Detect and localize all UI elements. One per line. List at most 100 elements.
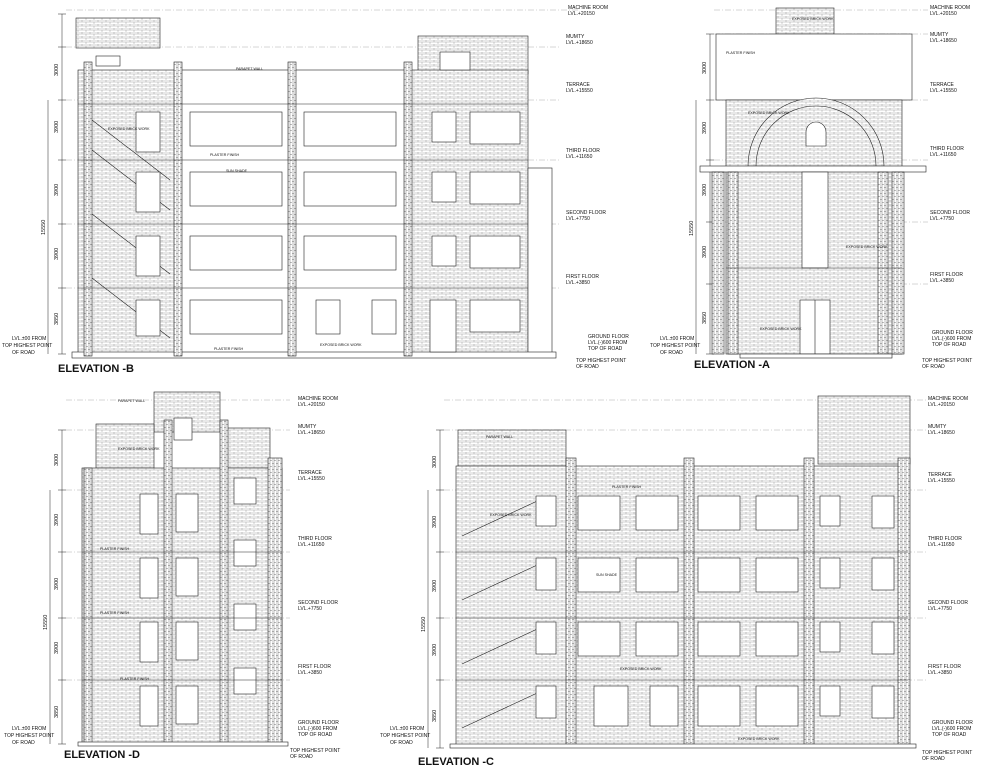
level-value: LVL.(-)600 FROM (298, 726, 337, 732)
material-note: SUN SHADE (596, 573, 618, 577)
dimension-label: 3900 (54, 514, 60, 526)
level-note: OF ROAD (12, 740, 35, 746)
level-note: TOP HIGHEST POINT (576, 358, 626, 364)
dimension-line (427, 429, 444, 749)
dimension-labels: 3000 3900 3900 3900 3850 15550 (41, 64, 60, 325)
dimension-label: 15550 (43, 615, 49, 630)
dimension-label: 3000 (54, 454, 60, 466)
level-value: LVL.+11650 (930, 152, 957, 158)
dimension-label: 3900 (54, 578, 60, 590)
level-note: TOP OF ROAD (298, 732, 333, 738)
dimension-label: 3850 (54, 313, 60, 325)
level-name: THIRD FLOOR (566, 148, 600, 154)
level-annotations: MACHINE ROOM LVL.+20150 MUMTY LVL.+18650… (922, 5, 973, 370)
elevation-title: ELEVATION -A (694, 359, 770, 371)
material-note: PLASTER FINISH (100, 611, 130, 615)
level-name: GROUND FLOOR (932, 330, 973, 336)
level-value: LVL.(-)600 FROM (932, 726, 971, 732)
dimension-label: 3900 (54, 642, 60, 654)
material-note: PLASTER FINISH (214, 347, 244, 351)
dimension-label: 3000 (432, 456, 438, 468)
elevation-c: 3000 3900 3900 3900 3850 15550 (380, 395, 973, 767)
level-value: LVL.+11650 (566, 154, 593, 160)
level-value: LVL.+20150 (928, 402, 955, 408)
dimension-label: 15550 (41, 220, 47, 235)
level-note: LVL.±00 FROM (12, 336, 46, 342)
level-name: TERRACE (566, 82, 591, 88)
level-name: GROUND FLOOR (588, 334, 629, 340)
level-value: LVL.+20150 (568, 11, 595, 17)
material-notes: EXPOSED BRICK WORK PLASTER FINISH EXPOSE… (726, 17, 888, 331)
level-note: TOP OF ROAD (588, 346, 623, 352)
dimension-label: 3000 (702, 62, 708, 74)
level-note: OF ROAD (390, 740, 413, 746)
level-note: LVL.±00 FROM (390, 726, 424, 732)
dimension-label: 3900 (54, 248, 60, 260)
dimension-line (695, 33, 714, 355)
dimension-label: 15550 (689, 221, 695, 236)
level-value: LVL.+15550 (930, 88, 957, 94)
left-level-annotation: LVL.±00 FROM TOP HIGHEST POINT OF ROAD (2, 336, 52, 356)
dimension-label: 3900 (432, 516, 438, 528)
level-name: THIRD FLOOR (298, 536, 332, 542)
level-note: TOP HIGHEST POINT (2, 343, 52, 349)
level-value: LVL.+15550 (298, 476, 325, 482)
elevation-a: 3000 3900 3900 3900 3850 15550 (650, 5, 973, 371)
building-outline (71, 17, 557, 359)
dimension-labels: 3000 3900 3900 3900 3850 15550 (43, 454, 60, 718)
level-value: LVL.(-)600 FROM (932, 336, 971, 342)
level-note: TOP HIGHEST POINT (4, 733, 54, 739)
level-note: OF ROAD (12, 350, 35, 356)
elevation-title: ELEVATION -B (58, 363, 134, 375)
level-name: MACHINE ROOM (298, 396, 338, 402)
material-note: EXPOSED BRICK WORK (490, 513, 532, 517)
dimension-line (47, 13, 66, 355)
level-name: MUMTY (298, 424, 317, 430)
level-note: TOP HIGHEST POINT (650, 343, 700, 349)
dimension-label: 3900 (702, 122, 708, 134)
elevation-d: 3000 3900 3900 3900 3850 15550 (4, 391, 340, 761)
level-name: GROUND FLOOR (298, 720, 339, 726)
level-name: MUMTY (566, 34, 585, 40)
dimension-label: 15550 (421, 617, 427, 632)
material-note: EXPOSED BRICK WORK (846, 245, 888, 249)
material-note: PLASTER FINISH (100, 547, 130, 551)
level-note: LVL.±00 FROM (660, 336, 694, 342)
level-name: MACHINE ROOM (568, 5, 608, 11)
level-name: THIRD FLOOR (930, 146, 964, 152)
elevation-title: ELEVATION -C (418, 756, 494, 767)
material-note: EXPOSED BRICK WORK (118, 447, 160, 451)
left-level-annotation: LVL.±00 FROM TOP HIGHEST POINT OF ROAD (650, 336, 700, 356)
level-name: FIRST FLOOR (298, 664, 331, 670)
level-name: THIRD FLOOR (928, 536, 962, 542)
level-value: LVL.+7750 (566, 216, 590, 222)
level-note: TOP HIGHEST POINT (922, 750, 972, 756)
level-note: OF ROAD (922, 756, 945, 762)
level-note: OF ROAD (576, 364, 599, 370)
level-value: LVL.+18650 (566, 40, 593, 46)
dimension-labels: 3000 3900 3900 3900 3850 15550 (689, 62, 708, 324)
material-note: EXPOSED BRICK WORK (320, 343, 362, 347)
building-outline (699, 7, 927, 359)
level-value: LVL.+3850 (298, 670, 322, 676)
level-name: SECOND FLOOR (930, 210, 970, 216)
level-note: TOP HIGHEST POINT (290, 748, 340, 754)
left-level-annotation: LVL.±00 FROM TOP HIGHEST POINT OF ROAD (380, 726, 430, 746)
level-name: MACHINE ROOM (928, 396, 968, 402)
level-value: LVL.+3850 (566, 280, 590, 286)
dimension-label: 3900 (54, 184, 60, 196)
material-note: EXPOSED BRICK WORK (792, 17, 834, 21)
level-note: TOP OF ROAD (932, 732, 967, 738)
material-note: PARAPET WALL (486, 435, 513, 439)
level-name: FIRST FLOOR (930, 272, 963, 278)
elevation-b: 3000 3900 3900 3900 3850 15550 (2, 5, 629, 375)
level-annotations: MACHINE ROOM LVL.+20150 MUMTY LVL.+18650… (566, 5, 629, 370)
dimension-label: 3000 (54, 64, 60, 76)
dimension-label: 3900 (432, 644, 438, 656)
material-notes: PARAPET WALL EXPOSED BRICK WORK PLASTER … (486, 435, 780, 741)
material-note: PLASTER FINISH (726, 51, 756, 55)
level-note: OF ROAD (922, 364, 945, 370)
level-note: TOP HIGHEST POINT (922, 358, 972, 364)
level-name: TERRACE (928, 472, 953, 478)
